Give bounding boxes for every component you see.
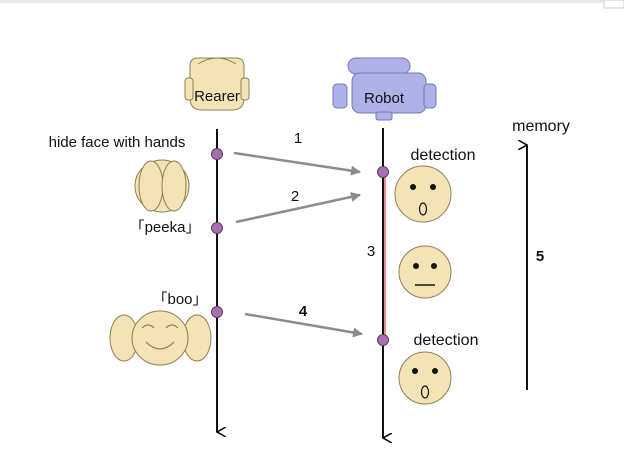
robot-head-icon (332, 57, 437, 121)
corner-box (603, 0, 624, 9)
rearer-node-2 (211, 222, 223, 234)
memory-label: memory (512, 118, 570, 135)
rearer-event-peeka: 「peeka」 (130, 219, 201, 236)
rearer-node-3 (211, 306, 223, 318)
rearer-head-icon (184, 57, 250, 111)
surprised-face-icon (394, 165, 452, 223)
step-4-label: 4 (299, 303, 308, 320)
top-border (0, 0, 624, 3)
robot-event-detection-2: detection (414, 332, 479, 349)
arrow-step-4 (244, 312, 363, 338)
robot-label: Robot (364, 90, 405, 107)
step-2-label: 2 (291, 188, 299, 205)
smiling-face-with-hands-icon (109, 310, 212, 366)
rearer-label: Rearer (194, 88, 240, 105)
rearer-node-1 (211, 148, 223, 160)
robot-event-detection-1: detection (411, 147, 476, 164)
rearer-event-boo: 「boo」 (152, 291, 207, 308)
step-5-label: 5 (536, 248, 544, 265)
robot-node-1 (377, 166, 389, 178)
surprised-face-icon (398, 351, 452, 405)
robot-node-2 (377, 334, 389, 346)
rearer-event-hide-face: hide face with hands (49, 134, 186, 151)
neutral-face-icon (398, 245, 452, 299)
arrow-step-1 (233, 151, 361, 176)
arrow-step-2 (235, 192, 361, 224)
step-1-label: 1 (294, 130, 302, 147)
hands-covering-face-icon (134, 159, 190, 213)
step-3-label: 3 (367, 243, 375, 260)
